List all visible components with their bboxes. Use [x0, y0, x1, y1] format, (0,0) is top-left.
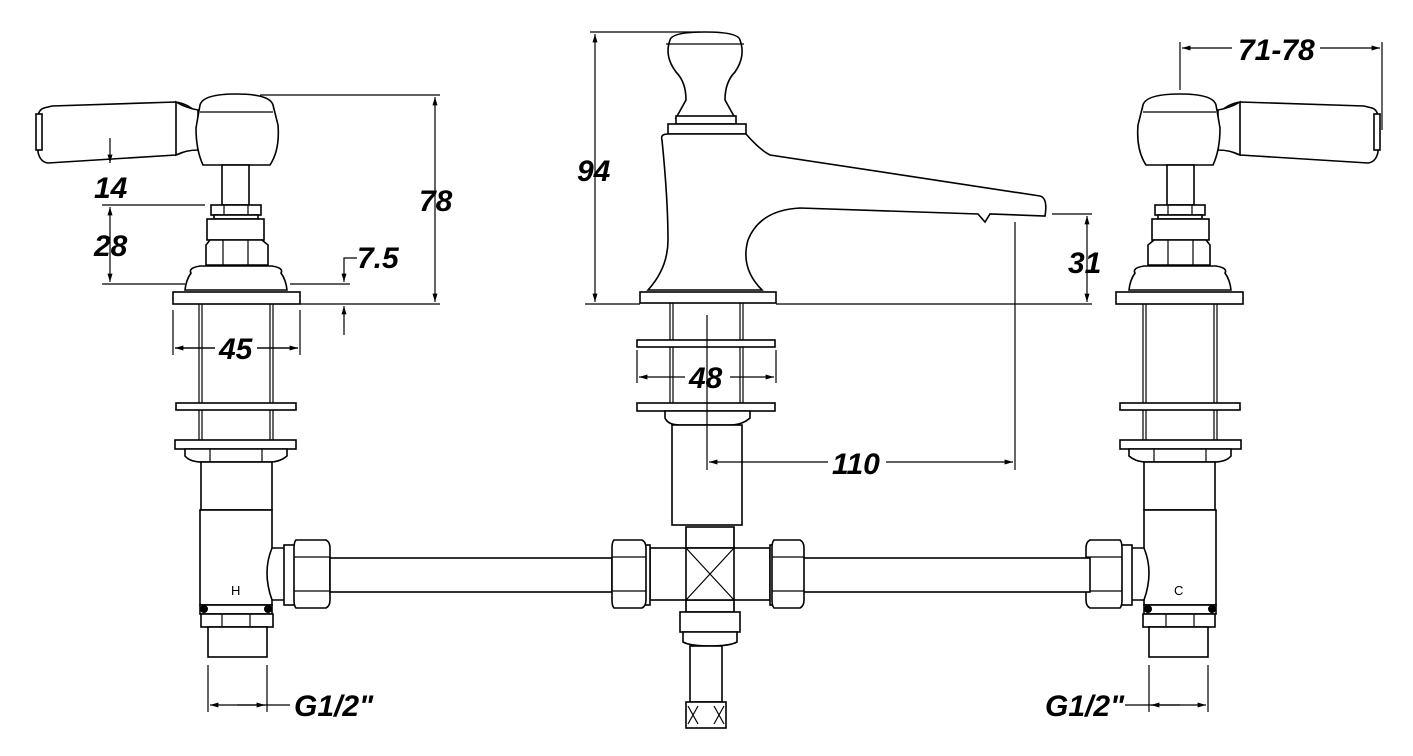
dim-left-thread: G1/2" — [294, 690, 374, 723]
cold-marking: C — [1174, 583, 1183, 598]
hot-valve — [35, 93, 331, 658]
dim-spout-outlet-height: 31 — [1068, 247, 1101, 280]
dim-valve-flange-diameter: 45 — [218, 333, 254, 366]
spout-assembly — [611, 31, 1047, 729]
connecting-pipes — [329, 557, 1091, 593]
dim-flange-height: 7.5 — [357, 242, 400, 275]
dim-valve-height: 78 — [419, 185, 453, 218]
dim-headwork-height: 28 — [93, 230, 128, 263]
dim-right-thread: G1/2" — [1045, 690, 1125, 723]
dim-spout-flange-diameter: 48 — [688, 362, 723, 395]
dim-spout-height: 94 — [577, 155, 611, 188]
dim-handle-reach: 71-78 — [1238, 34, 1315, 67]
hot-marking: H — [231, 583, 240, 598]
dim-spout-projection: 110 — [832, 448, 880, 481]
dimension-lines — [102, 31, 1383, 712]
dim-lever-height: 14 — [94, 172, 128, 205]
cold-valve — [1085, 93, 1381, 658]
